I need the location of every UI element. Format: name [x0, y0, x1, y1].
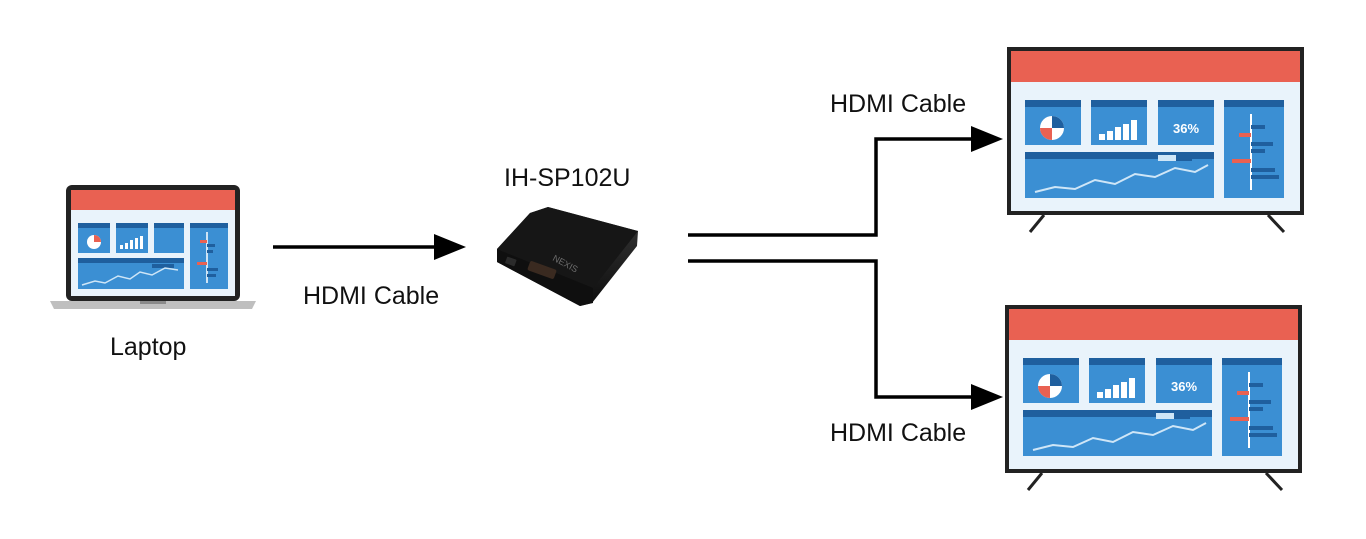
tv-bottom-percent: 36% [1171, 379, 1197, 394]
tv-top-percent: 36% [1173, 121, 1199, 136]
device-model-label: IH-SP102U [504, 164, 631, 192]
tv-icon: 36% [1007, 47, 1304, 234]
arrow-laptop-to-device [273, 234, 466, 260]
cable-label-laptop: HDMI Cable [303, 282, 440, 310]
laptop-icon [50, 185, 256, 309]
pie-chart-icon [1038, 374, 1062, 398]
cable-label-bottom-tv: HDMI Cable [830, 419, 967, 447]
cable-label-top-tv: HDMI Cable [830, 90, 967, 118]
pie-chart-icon [1040, 116, 1064, 140]
tv-icon: 36% [1005, 305, 1302, 492]
connector-to-top-tv [688, 126, 1003, 237]
bar-chart-icon [1097, 378, 1135, 398]
line-chart-icon [1032, 422, 1207, 451]
bar-chart-icon [1099, 120, 1137, 140]
laptop-label: Laptop [110, 333, 187, 361]
hdmi-splitter-device-icon: NEXIS [497, 207, 638, 306]
line-chart-icon [1034, 164, 1209, 193]
connector-to-bottom-tv [688, 259, 1003, 410]
